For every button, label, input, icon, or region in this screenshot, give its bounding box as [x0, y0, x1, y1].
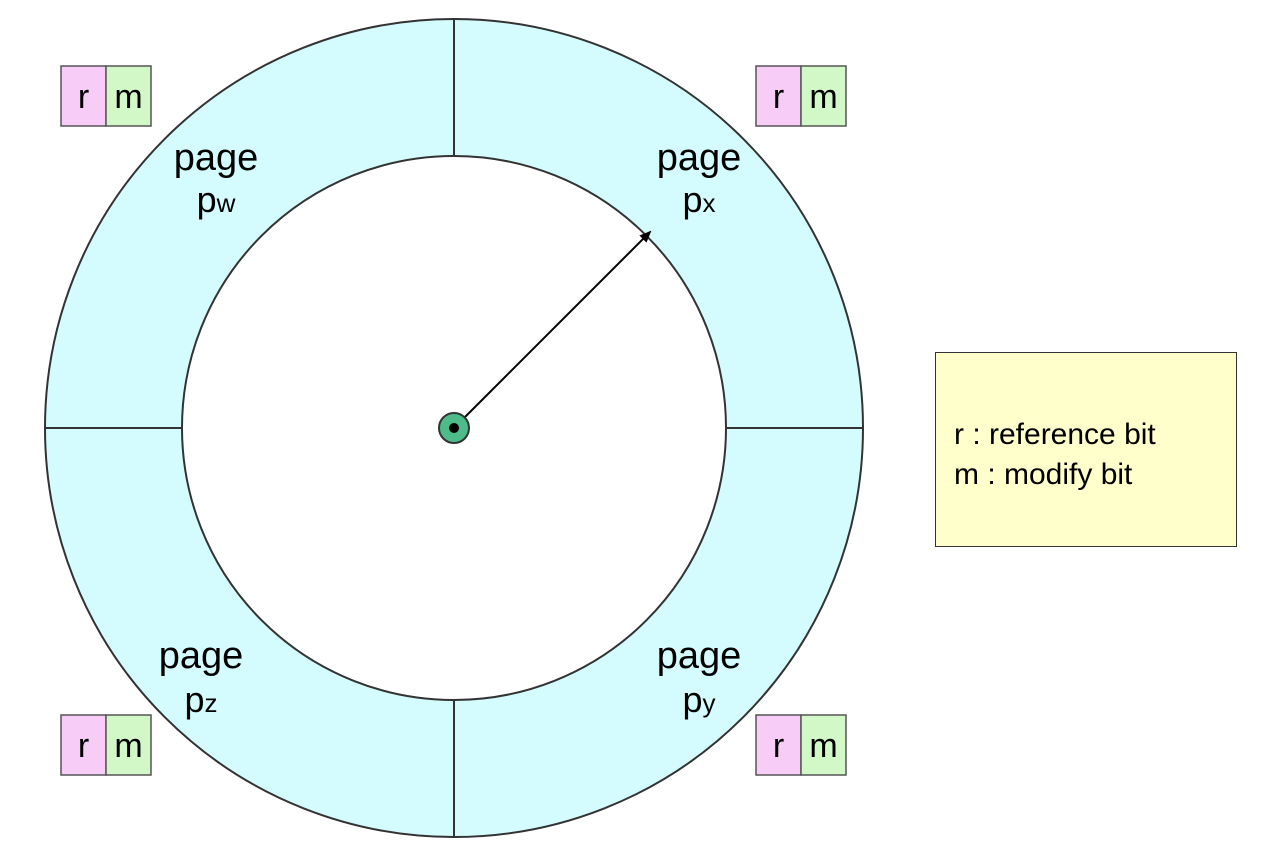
reference-bit-box: [755, 714, 802, 776]
bits-px: r m: [755, 65, 847, 127]
page-pw-word: page: [174, 137, 259, 179]
clock-hand-arrow: [453, 230, 652, 429]
page-px: page px: [657, 137, 742, 220]
page-pz: page pz: [159, 635, 244, 720]
clock-hub-center: [449, 423, 459, 433]
modify-bit-box: [105, 714, 152, 776]
legend-box: r : reference bit m : modify bit: [935, 352, 1237, 547]
modify-bit-label: m: [114, 727, 142, 765]
page-pz-word: page: [159, 635, 244, 677]
reference-bit-label: r: [78, 727, 89, 765]
legend-reference-bit: r : reference bit: [954, 418, 1156, 451]
page-pz-subscript: z: [205, 688, 218, 718]
page-pw: page pw: [174, 137, 259, 220]
page-pz-base: p: [184, 679, 204, 720]
reference-bit-label: r: [78, 78, 89, 116]
bits-pz: r m: [60, 714, 152, 776]
page-px-subscript: x: [703, 188, 716, 218]
modify-bit-label: m: [809, 727, 837, 765]
page-pw-subscript: w: [216, 188, 236, 218]
reference-bit-label: r: [773, 727, 784, 765]
modify-bit-box: [800, 714, 847, 776]
page-px-base: p: [682, 179, 702, 220]
page-px-name: px: [682, 179, 715, 220]
page-py-name: py: [682, 679, 715, 720]
modify-bit-label: m: [114, 78, 142, 116]
modify-bit-box: [105, 65, 152, 127]
modify-bit-label: m: [809, 78, 837, 116]
reference-bit-box: [60, 65, 107, 127]
page-py-base: p: [682, 679, 702, 720]
page-py: page py: [657, 635, 742, 720]
bits-pw: r m: [60, 65, 152, 127]
page-pw-base: p: [197, 179, 217, 220]
reference-bit-box: [755, 65, 802, 127]
page-pw-name: pw: [197, 179, 236, 220]
page-py-subscript: y: [703, 688, 716, 718]
legend-modify-bit: m : modify bit: [954, 458, 1133, 491]
page-pz-name: pz: [184, 679, 217, 720]
page-py-word: page: [657, 635, 742, 677]
bits-py: r m: [755, 714, 847, 776]
reference-bit-box: [60, 714, 107, 776]
modify-bit-box: [800, 65, 847, 127]
reference-bit-label: r: [773, 78, 784, 116]
page-px-word: page: [657, 137, 742, 179]
